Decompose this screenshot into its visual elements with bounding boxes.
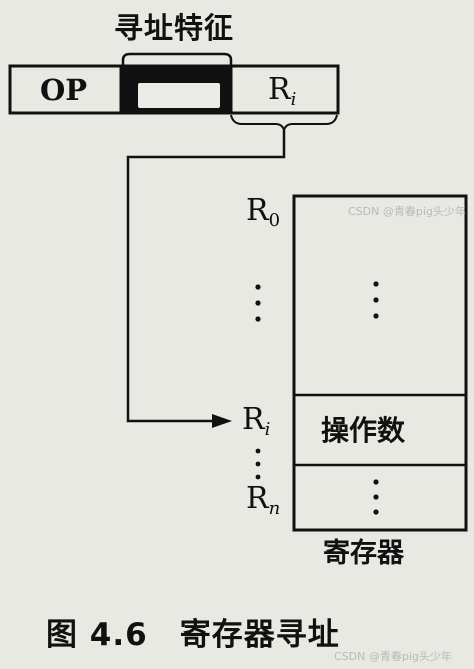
r0-sub: 0	[268, 210, 281, 231]
addressing-feature-inner	[136, 81, 222, 110]
register-file-box	[292, 194, 468, 532]
rn-label: Rn	[246, 484, 280, 518]
ri-field-label: Ri	[268, 75, 296, 109]
ri-field-brace	[230, 114, 338, 134]
r0-label: R0	[246, 196, 280, 230]
register-dots-left-upper	[255, 284, 261, 322]
op-label: OP	[40, 73, 88, 107]
addressing-feature-label: 寻址特征	[114, 11, 235, 45]
rn-base: R	[246, 481, 269, 516]
operand-label: 操作数	[321, 414, 406, 447]
arrow-head	[212, 414, 232, 428]
register-dots-left-lower	[255, 448, 261, 480]
register-file-caption: 寄存器	[323, 538, 404, 569]
address-connector	[126, 130, 286, 423]
register-dots-inside-lower	[373, 479, 379, 515]
figure-caption: 图 4.6 寄存器寻址	[46, 617, 340, 653]
r0-base: R	[246, 193, 269, 228]
rn-sub: n	[268, 498, 281, 519]
ri-register-label: Ri	[242, 405, 270, 439]
ri-register-base: R	[242, 402, 265, 437]
watermark-bottom: CSDN @青春pig头少年	[334, 650, 452, 663]
ri-register-sub: i	[264, 419, 271, 440]
watermark-top: CSDN @青春pig头少年	[348, 205, 466, 218]
register-dots-inside-upper	[373, 281, 379, 319]
ri-field-sub: i	[290, 89, 297, 110]
ri-field-base: R	[268, 72, 291, 107]
addressing-feature-bracket	[121, 52, 233, 66]
